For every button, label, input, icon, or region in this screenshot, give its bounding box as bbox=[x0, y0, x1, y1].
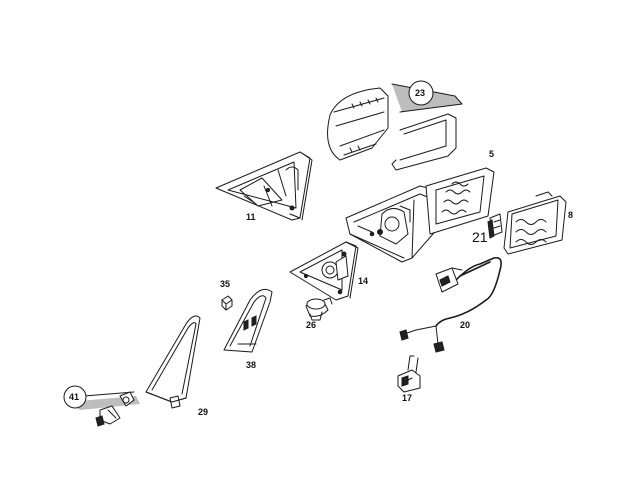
part-21-connector bbox=[487, 213, 503, 239]
part-label-21: 21 bbox=[472, 229, 488, 245]
part-label-8: 8 bbox=[568, 210, 573, 220]
part-label-11: 11 bbox=[246, 212, 256, 222]
part-11-triangle-cover bbox=[215, 151, 313, 221]
part-label-41: 41 bbox=[69, 392, 79, 402]
part-38-trim-panel bbox=[223, 288, 273, 353]
part-14-mounting-plate bbox=[289, 241, 359, 301]
part-41-clip bbox=[63, 385, 140, 427]
part-label-14: 14 bbox=[358, 276, 368, 286]
part-label-26: 26 bbox=[306, 320, 316, 330]
part-label-38: 38 bbox=[246, 360, 256, 370]
part-label-17: 17 bbox=[402, 393, 412, 403]
part-5-mirror-base bbox=[345, 167, 495, 263]
part-17-switch bbox=[397, 355, 421, 393]
part-35-plug bbox=[221, 295, 233, 311]
part-label-23: 23 bbox=[415, 88, 425, 98]
part-label-20: 20 bbox=[460, 320, 470, 330]
part-8-mirror-glass bbox=[503, 191, 567, 255]
part-26-knob bbox=[305, 297, 333, 321]
part-label-5: 5 bbox=[489, 149, 494, 159]
part-29-triangle-trim bbox=[145, 315, 201, 409]
part-label-29: 29 bbox=[198, 407, 208, 417]
part-20-cable-harness bbox=[399, 256, 502, 353]
part-label-35: 35 bbox=[220, 279, 230, 289]
part-23-housing-cover bbox=[327, 80, 463, 171]
